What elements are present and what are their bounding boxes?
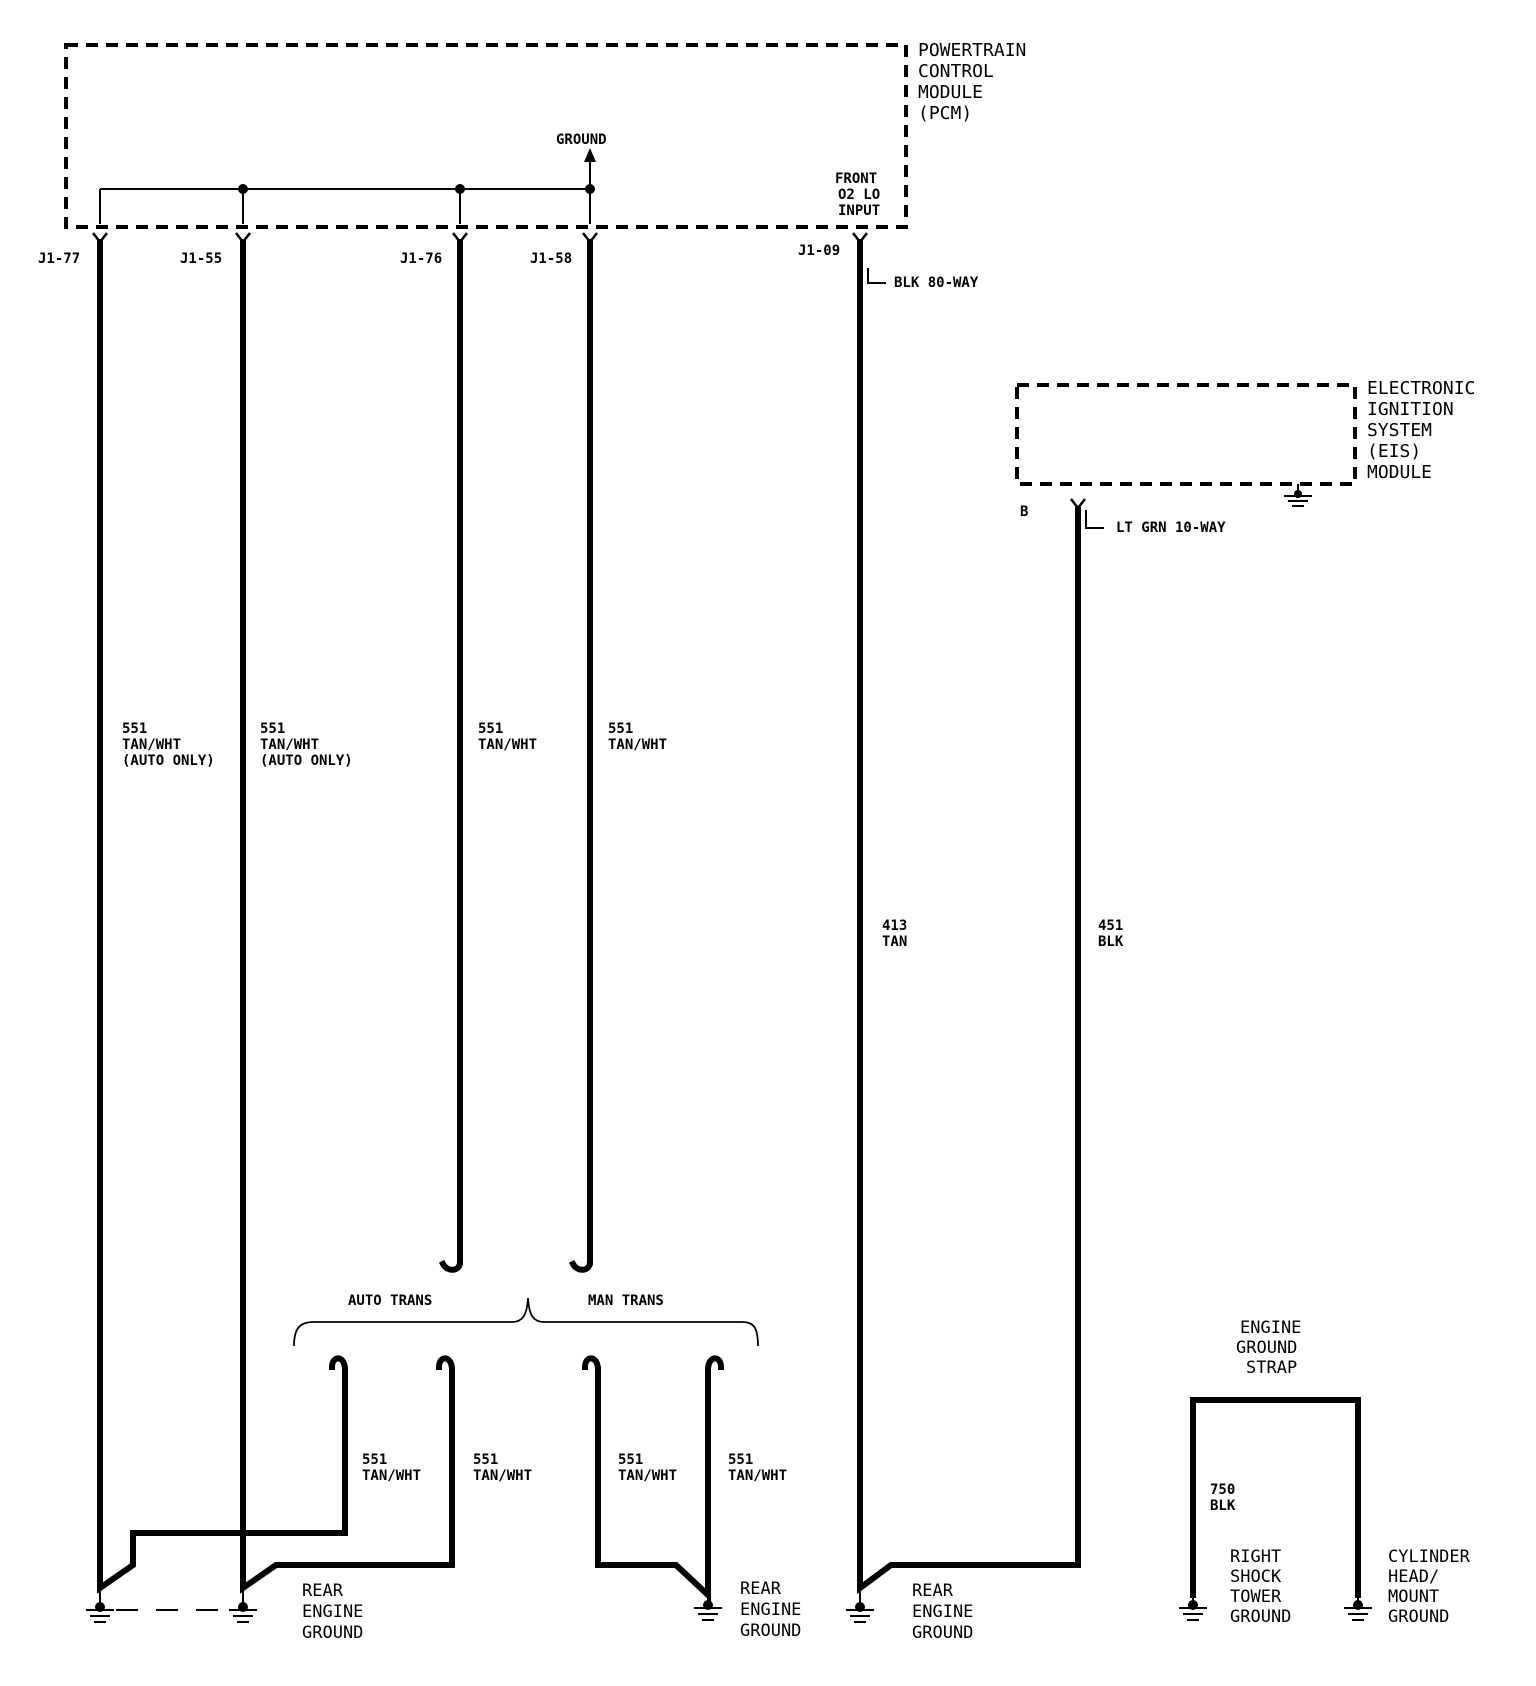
- circuit-label-451: 451 BLK: [1098, 918, 1132, 950]
- circuit-label-2: 551 TAN/WHT (AUTO ONLY): [260, 721, 353, 769]
- wire-413-tan: [857, 239, 1081, 1594]
- rear-engine-ground-label-1: REAR ENGINE GROUND: [302, 1581, 374, 1643]
- eis-connector-label: LT GRN 10-WAY: [1116, 520, 1226, 536]
- rear-engine-ground-label-2: REAR ENGINE GROUND: [740, 1579, 812, 1641]
- pin-j1-58-label: J1-58: [530, 251, 572, 267]
- circuit-label-4: 551 TAN/WHT: [608, 721, 667, 753]
- wire-551-j1-77: [97, 239, 348, 1594]
- pcm-ground-label: GROUND: [556, 132, 607, 148]
- auto-trans-label: AUTO TRANS: [348, 1293, 432, 1309]
- hook-j1-58: [568, 1258, 594, 1273]
- circuit-label-1: 551 TAN/WHT (AUTO ONLY): [122, 721, 215, 769]
- pcm-box: [64, 43, 908, 229]
- ground-icon-6: [1344, 1595, 1372, 1621]
- ground-icon-4: [846, 1588, 874, 1623]
- circuit-label-b3: 551 TAN/WHT: [618, 1452, 677, 1484]
- eis-title: ELECTRONIC IGNITION SYSTEM (EIS) MODULE: [1367, 378, 1486, 483]
- eis-connector-leader: [1085, 510, 1104, 529]
- right-shock-tower-ground-label: RIGHT SHOCK TOWER GROUND: [1230, 1547, 1291, 1627]
- ground-icon-5: [1179, 1595, 1207, 1621]
- ground-icon-2: [229, 1588, 257, 1623]
- wire-551-man-trans: [595, 1367, 711, 1602]
- eis-pin-label: B: [1020, 504, 1028, 520]
- circuit-label-b2: 551 TAN/WHT: [473, 1452, 532, 1484]
- pcm-ground-arrow: [584, 148, 596, 162]
- ground-icon-1: [86, 1588, 114, 1623]
- hook-j1-76: [438, 1258, 464, 1273]
- pcm-title: POWERTRAIN CONTROL MODULE (PCM): [918, 40, 1037, 124]
- circuit-label-750: 750 BLK: [1210, 1482, 1244, 1514]
- pin-j1-09-label: J1-09: [798, 243, 840, 259]
- hook-auto-1: [328, 1355, 349, 1374]
- hook-man-2: [704, 1355, 725, 1374]
- option-brace: [293, 1297, 759, 1347]
- circuit-label-3: 551 TAN/WHT: [478, 721, 537, 753]
- hook-man-1: [581, 1355, 602, 1374]
- hook-auto-2: [435, 1355, 456, 1374]
- circuit-label-b4: 551 TAN/WHT: [728, 1452, 787, 1484]
- connector-pin-eis-b: [1070, 498, 1086, 511]
- wire-551-j1-55: [240, 239, 455, 1594]
- rear-engine-ground-label-3: REAR ENGINE GROUND: [912, 1581, 984, 1643]
- circuit-label-b1: 551 TAN/WHT: [362, 1452, 421, 1484]
- eis-internal-ground-icon: [1284, 484, 1312, 507]
- eis-box: [1015, 383, 1357, 486]
- pin-j1-76-label: J1-76: [400, 251, 442, 267]
- connector-leader: [867, 268, 886, 284]
- pin-j1-55-label: J1-55: [180, 251, 222, 267]
- ground-icon-3: [694, 1595, 722, 1621]
- pcm-connector-label: BLK 80-WAY: [894, 275, 979, 291]
- man-trans-label: MAN TRANS: [588, 1293, 664, 1309]
- engine-ground-strap-title: ENGINE GROUND STRAP: [1236, 1318, 1312, 1378]
- circuit-label-413: 413 TAN: [882, 918, 916, 950]
- cylinder-head-mount-ground-label: CYLINDER HEAD/ MOUNT GROUND: [1388, 1547, 1480, 1627]
- front-o2-lo-input-label: FRONT O2 LO INPUT: [835, 171, 889, 219]
- pin-j1-77-label: J1-77: [38, 251, 80, 267]
- wire-750-blk-strap: [1190, 1397, 1361, 1598]
